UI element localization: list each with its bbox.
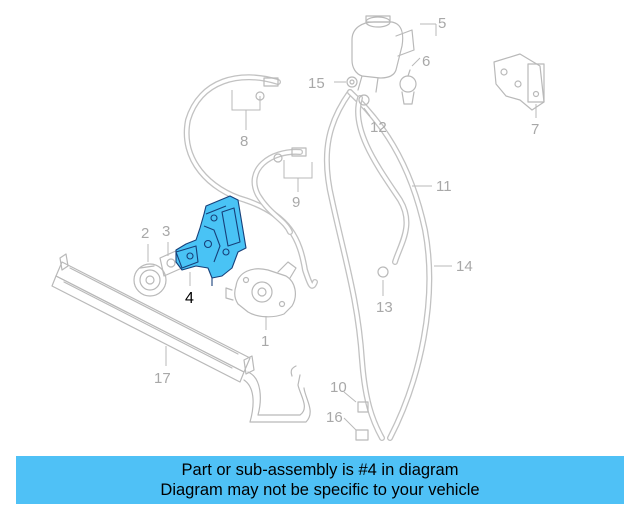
clamp-12 <box>358 94 370 106</box>
line-9 <box>251 148 303 235</box>
banner-line-1: Part or sub-assembly is #4 in diagram <box>181 461 459 479</box>
callout-5: 5 <box>438 15 446 32</box>
callout-6: 6 <box>422 53 430 70</box>
bracket-7 <box>493 53 545 111</box>
clamp-13 <box>377 266 389 278</box>
pump-1 <box>225 261 297 318</box>
callout-8: 8 <box>240 133 248 150</box>
callout-17: 17 <box>154 370 171 387</box>
switch-6 <box>399 69 417 105</box>
pulley-2 <box>133 263 167 297</box>
bolt-16 <box>355 429 369 441</box>
callout-14: 14 <box>456 258 473 275</box>
oil-cooler-17 <box>51 253 255 383</box>
callout-4: 4 <box>185 290 194 307</box>
parts-diagram: 1 2 3 4 5 6 7 8 9 10 11 12 13 14 15 16 1… <box>51 15 545 441</box>
callout-13: 13 <box>376 299 393 316</box>
callout-1: 1 <box>261 333 269 350</box>
leader-lines <box>147 23 537 431</box>
info-banner: Part or sub-assembly is #4 in diagram Di… <box>16 456 624 504</box>
line-8 <box>183 74 318 289</box>
reservoir-5 <box>351 15 415 93</box>
callout-7: 7 <box>531 121 539 138</box>
callout-12: 12 <box>370 119 387 136</box>
callout-15: 15 <box>308 75 325 92</box>
callout-9: 9 <box>292 194 300 211</box>
callout-2: 2 <box>141 225 149 242</box>
callout-11: 11 <box>436 178 452 195</box>
fitting-9 <box>273 147 307 163</box>
banner-line-2: Diagram may not be specific to your vehi… <box>160 481 480 499</box>
bolt-10 <box>357 401 369 413</box>
cooler-lines <box>243 365 311 423</box>
callout-10: 10 <box>330 379 347 396</box>
bracket-4 <box>175 195 247 286</box>
hose-11 <box>355 95 410 265</box>
callout-16: 16 <box>326 409 343 426</box>
clamp-15 <box>346 76 358 88</box>
callout-3: 3 <box>162 223 170 240</box>
